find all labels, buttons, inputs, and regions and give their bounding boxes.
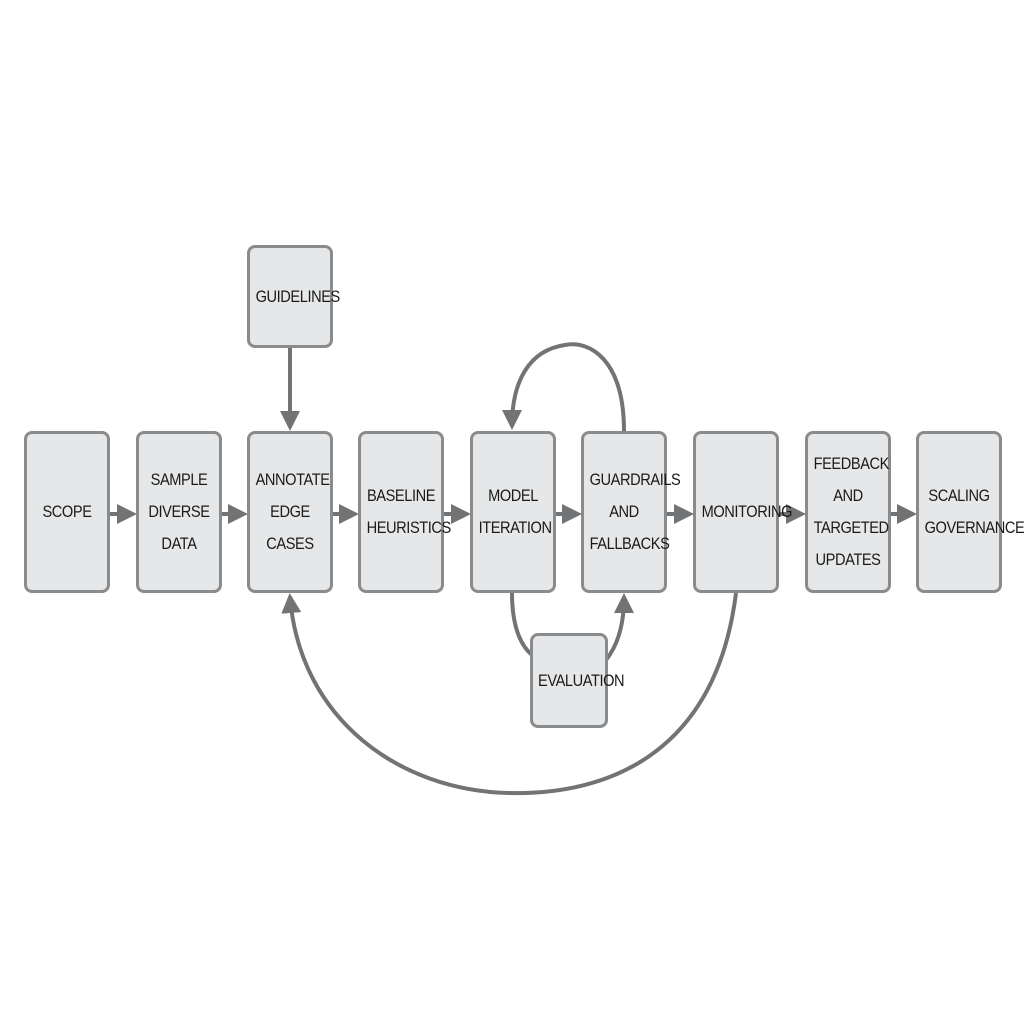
node-baseline-heuristics-label: BASELINE HEURISTICS [366, 486, 452, 537]
node-scaling-governance: SCALING GOVERNANCE [916, 431, 1024, 593]
node-annotate-edge-cases: ANNOTATE EDGE CASES [247, 431, 333, 593]
node-guidelines: GUIDELINES [247, 245, 341, 348]
node-scope: SCOPE [24, 431, 110, 593]
node-feedback-and-targeted-updates: FEEDBACK AND TARGETED UPDATES [805, 431, 891, 593]
node-evaluation: EVALUATION [530, 633, 625, 728]
node-guardrails-and-fallbacks: GUARDRAILS AND FALLBACKS [581, 431, 681, 593]
node-model-iteration: MODEL ITERATION [470, 431, 556, 593]
arrow-model-to-evaluation [510, 592, 534, 657]
node-guidelines-label: GUIDELINES [255, 286, 341, 306]
node-model-iteration-label: MODEL ITERATION [478, 486, 552, 537]
node-sample-diverse-data: SAMPLE DIVERSE DATA [136, 431, 222, 593]
node-feedback-and-targeted-updates-label: FEEDBACK AND TARGETED UPDATES [813, 454, 890, 569]
arrow-evaluation-to-guardrails [604, 593, 634, 662]
node-baseline-heuristics: BASELINE HEURISTICS [358, 431, 452, 593]
node-scaling-governance-label: SCALING GOVERNANCE [924, 486, 1024, 537]
node-guardrails-and-fallbacks-label: GUARDRAILS AND FALLBACKS [589, 470, 681, 553]
node-sample-diverse-data-label: SAMPLE DIVERSE DATA [148, 470, 210, 553]
node-annotate-edge-cases-label: ANNOTATE EDGE CASES [255, 470, 330, 553]
node-monitoring-label: MONITORING [701, 502, 793, 521]
arrow-monitoring-to-annotate-loop [281, 592, 738, 796]
node-monitoring: MONITORING [693, 431, 793, 593]
node-scope-label: SCOPE [42, 502, 92, 521]
arrow-guardrails-to-model-loop [502, 342, 626, 432]
node-evaluation-label: EVALUATION [538, 670, 625, 690]
